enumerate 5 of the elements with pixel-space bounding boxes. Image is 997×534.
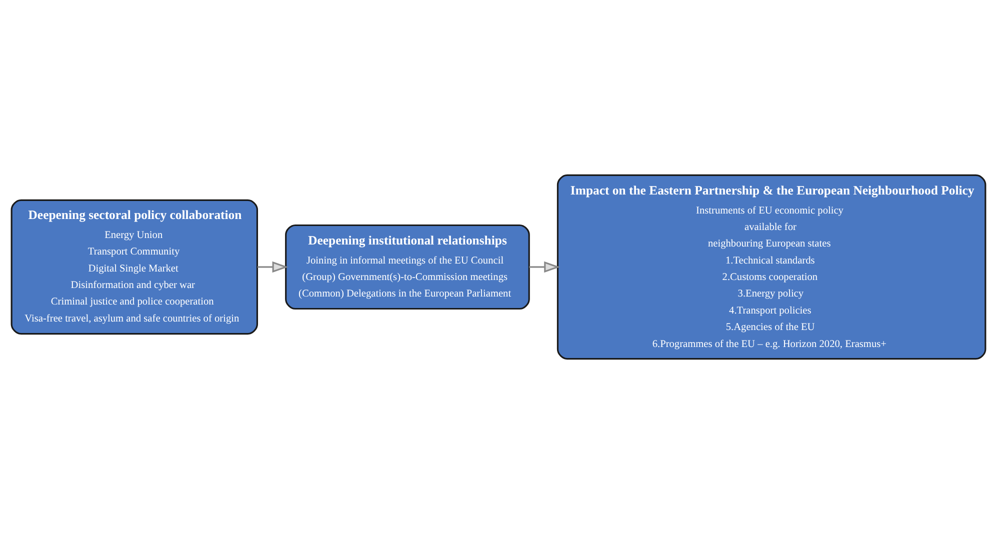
node-box: Deepening sectoral policy collaboration Energy Union Transport Community Digital Single Market Disinformation and cyber war Criminal justice and police cooperation Visa-free travel, asylum and safe countries of origin xyxy=(10,199,258,335)
arrow xyxy=(257,261,288,273)
node-box: Impact on the Eastern Partnership & the European Neighbourhood Policy Instruments of EU economic policy available for neighbouring European states 1.Technical standards 2.Customs cooperation 3.Energy policy 4.Transport policies 5.Agencies of the EU 6.Programmes of the EU – e.g. Horizon 2020, Erasmus+ xyxy=(556,174,986,360)
node-box: Deepening institutional relationships Joining in informal meetings of the EU Council (Group) Government(s)-to-Commission meetings (Common) Delegations in the European Parliament xyxy=(285,224,530,310)
arrow xyxy=(529,261,560,273)
